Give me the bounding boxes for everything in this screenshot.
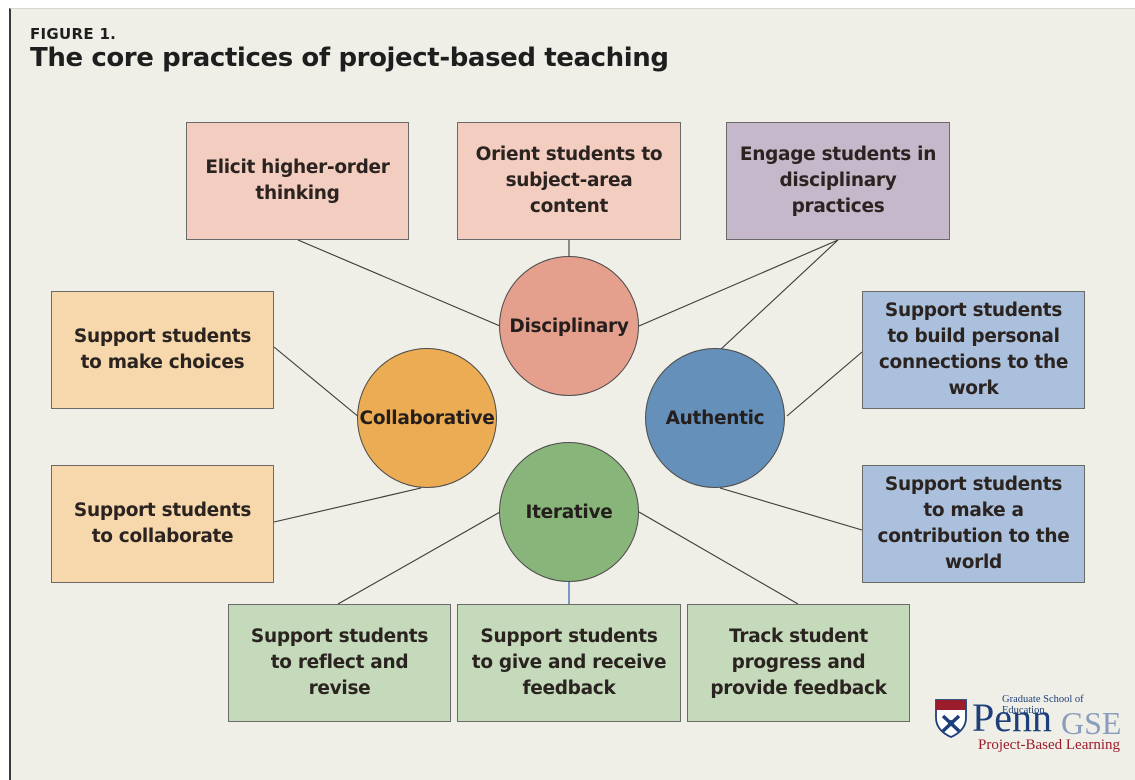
- hub-collaborative: Collaborative: [357, 348, 497, 488]
- penn-shield-icon: [935, 699, 967, 738]
- logo-wordmark-penn: Penn: [972, 695, 1052, 740]
- figure-label: FIGURE 1.: [30, 25, 117, 43]
- connector-personal-connections: [786, 351, 863, 417]
- connector-disciplinary-practices-disciplinary: [638, 239, 839, 327]
- connector-make-choices: [273, 346, 361, 419]
- penn-gse-logo: Graduate School of Education Penn GSE Pr…: [932, 694, 1127, 756]
- practice-give-receive-feedback: Support students to give and receive fee…: [457, 604, 681, 722]
- practice-elicit-higher-order-thinking: Elicit higher-order thinking: [186, 122, 409, 240]
- figure-title: The core practices of project-based teac…: [30, 43, 669, 73]
- connector-track-progress: [638, 511, 799, 605]
- practice-build-personal-connections: Support students to build personal conne…: [862, 291, 1085, 409]
- connector-collaborate: [273, 487, 422, 523]
- hub-authentic: Authentic: [645, 348, 785, 488]
- practice-reflect-and-revise: Support students to reflect and revise: [228, 604, 451, 722]
- hub-iterative: Iterative: [499, 442, 639, 582]
- practice-make-choices: Support students to make choices: [51, 291, 274, 409]
- practice-orient-subject-area-content: Orient students to subject-area content: [457, 122, 681, 240]
- connector-contribution: [719, 487, 863, 531]
- logo-institution-line: Graduate School of Education: [1002, 694, 1084, 716]
- logo-tagline: Project-Based Learning: [978, 737, 1121, 753]
- connector-higher-order: [297, 239, 501, 327]
- hub-disciplinary: Disciplinary: [499, 256, 639, 396]
- practice-collaborate: Support students to collaborate: [51, 465, 274, 583]
- practice-track-progress: Track student progress and provide feedb…: [687, 604, 910, 722]
- practice-engage-disciplinary-practices: Engage students in disciplinary practice…: [726, 122, 950, 240]
- logo-wordmark-gse: GSE: [1061, 705, 1122, 741]
- connector-disciplinary-practices-authentic: [719, 239, 839, 351]
- connector-reflect-revise: [337, 511, 501, 605]
- practice-make-contribution: Support students to make a contribution …: [862, 465, 1085, 583]
